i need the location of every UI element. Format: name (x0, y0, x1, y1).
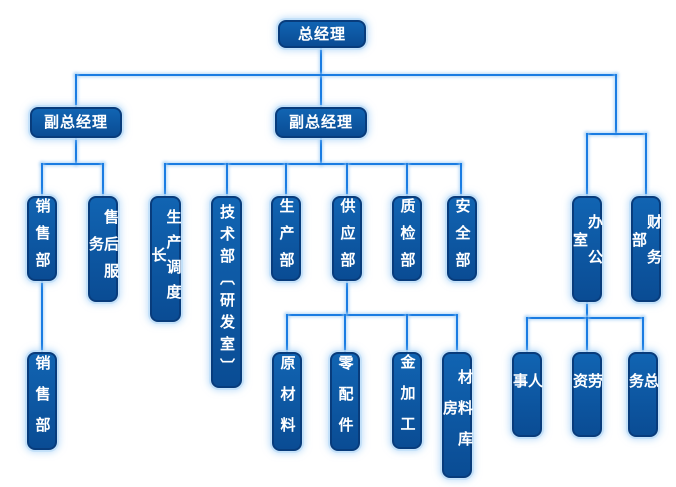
connector-drop-production (285, 163, 287, 197)
connector-deputy-left-down (75, 138, 77, 165)
node-material-warehouse: 材料库房 (441, 352, 474, 478)
node-metal-processing: 金加工 (392, 352, 422, 449)
connector-gm-trunk (320, 47, 322, 108)
node-tech-dept-rd-room: 技术部〔研发室〕 (211, 196, 242, 388)
connector-drop-warehouse (456, 314, 458, 352)
node-deputy-gm-left: 副总经理 (30, 107, 122, 138)
connector-office-down (586, 301, 588, 319)
connector-drop-safety (460, 163, 462, 197)
connector-sales-to-sub (41, 280, 43, 352)
node-sales-sub-dept: 销售部 (27, 352, 57, 450)
node-quality-inspection-dept: 质检部 (392, 196, 422, 281)
connector-mid-split (164, 163, 462, 165)
connector-office-split (526, 317, 644, 319)
connector-drop-quality (406, 163, 408, 197)
node-finance-dept: 财务部 (630, 196, 663, 302)
connector-supply-split (286, 314, 458, 316)
node-production-dispatch-chief: 生产调度长 (150, 196, 183, 322)
connector-drop-tech (226, 163, 228, 197)
connector-drop-office (586, 133, 588, 197)
connector-drop-deputy-left (75, 74, 77, 108)
node-labor-wages: 劳资 (571, 352, 604, 437)
node-general-affairs: 总务 (627, 352, 660, 437)
connector-right-split (586, 133, 647, 135)
connector-drop-spare-parts (344, 314, 346, 352)
connector-drop-dispatch (164, 163, 166, 197)
node-safety-dept: 安全部 (447, 196, 477, 281)
connector-drop-metal (406, 314, 408, 352)
node-production-dept: 生产部 (271, 196, 301, 281)
connector-drop-sales (41, 163, 43, 197)
connector-deputy-mid-down (320, 138, 322, 165)
connector-supply-down (346, 280, 348, 316)
connector-drop-after-sales (102, 163, 104, 197)
node-personnel: 人事 (511, 352, 544, 437)
connector-main-horizontal (75, 74, 617, 76)
node-deputy-gm-mid: 副总经理 (275, 107, 367, 138)
node-raw-materials: 原材料 (272, 352, 302, 451)
node-office: 办公室 (571, 196, 604, 302)
connector-drop-labor (586, 317, 588, 352)
connector-left-split (41, 163, 104, 165)
node-general-manager: 总经理 (278, 20, 366, 48)
node-after-sales-service: 售后服务 (87, 196, 120, 302)
connector-drop-finance (645, 133, 647, 197)
node-supply-dept: 供应部 (332, 196, 362, 281)
connector-drop-personnel (526, 317, 528, 352)
node-spare-parts: 零配件 (330, 352, 360, 451)
connector-drop-raw-materials (286, 314, 288, 352)
connector-right-trunk (615, 74, 617, 135)
connector-drop-supply (346, 163, 348, 197)
node-sales-dept: 销售部 (27, 196, 57, 281)
connector-drop-general (642, 317, 644, 352)
